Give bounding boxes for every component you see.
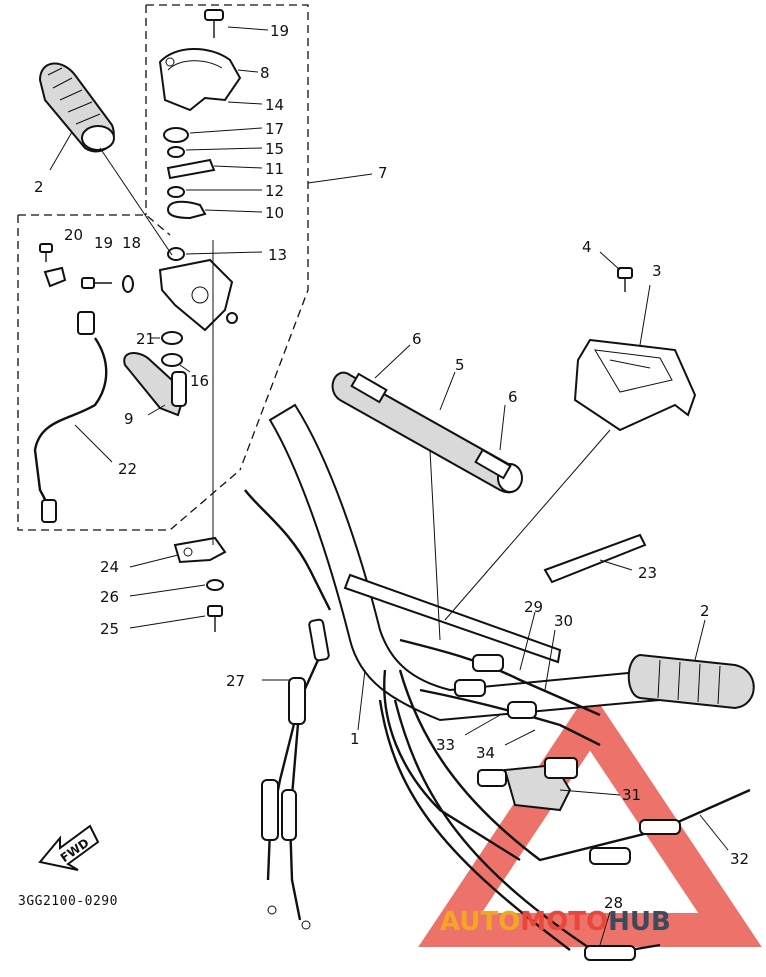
group-box-right-switch: [145, 4, 309, 471]
callout: 2: [34, 178, 44, 196]
screws-20-19-18: [39, 243, 134, 293]
small-parts-stack: [163, 127, 216, 261]
grip-left: [38, 62, 115, 153]
callout: 27: [226, 672, 245, 690]
callout: 25: [100, 620, 119, 638]
callout: 1: [350, 730, 360, 748]
screw-4: [617, 267, 633, 292]
watermark-text: AUTOMOTOHUB: [440, 907, 671, 937]
watermark-auto: AUTO: [440, 907, 520, 937]
screw-19-top: [204, 9, 224, 38]
callout: 26: [100, 588, 119, 606]
callout: 2: [700, 602, 710, 620]
callout: 6: [508, 388, 518, 406]
watermark-hub: HUB: [608, 907, 671, 937]
callout: 14: [265, 96, 284, 114]
callout: 34: [476, 744, 495, 762]
callout: 6: [412, 330, 422, 348]
callout: 3: [652, 262, 662, 280]
callout: 10: [265, 204, 284, 222]
callout: 30: [554, 612, 573, 630]
callout: 19: [270, 22, 289, 40]
callout: 15: [265, 140, 284, 158]
callout-numbers: 19 8 14 17 15 11 12 10 7 2 20 19 18 13 4…: [34, 22, 749, 912]
callout: 18: [122, 234, 141, 252]
lever-9: [123, 352, 187, 417]
callout: 24: [100, 558, 119, 576]
callout: 20: [64, 226, 83, 244]
fwd-arrow: FWD: [38, 824, 100, 871]
switch-cover-8: [158, 48, 242, 112]
switch-lead-22: [33, 311, 108, 523]
group-box-left-switch: [17, 214, 241, 531]
lever-housing-left: [158, 258, 238, 332]
throttle-tube: [331, 371, 523, 494]
diagram-code: 3GG2100-0290: [18, 894, 118, 909]
callout: 9: [124, 410, 134, 428]
callout: 32: [730, 850, 749, 868]
callout: 4: [582, 238, 592, 256]
callout: 13: [268, 246, 287, 264]
svg-text:AUTOMOTOHUB: AUTOMOTOHUB: [440, 907, 671, 937]
watermark-moto: MOTO: [520, 907, 608, 937]
callout: 22: [118, 460, 137, 478]
washer-21-16: [161, 331, 183, 367]
callout: 8: [260, 64, 270, 82]
callout: 33: [436, 736, 455, 754]
callout: 11: [265, 160, 284, 178]
callout: 29: [524, 598, 543, 616]
callout: 31: [622, 786, 641, 804]
cable-27: [244, 489, 332, 930]
callout: 19: [94, 234, 113, 252]
callout: 23: [638, 564, 657, 582]
switch-31: [477, 757, 578, 812]
switch-housing-right: [573, 338, 697, 432]
callout: 16: [190, 372, 209, 390]
callout: 21: [136, 330, 155, 348]
callout: 28: [604, 894, 623, 912]
leader-lines: [49, 26, 729, 946]
callout: 17: [265, 120, 284, 138]
callout: 7: [378, 164, 388, 182]
throttle-cables: [378, 638, 751, 961]
grip-right: [627, 653, 755, 710]
callout: 5: [455, 356, 465, 374]
bracket-24: [173, 536, 227, 632]
cable-guide-23: [543, 533, 647, 584]
callout: 12: [265, 182, 284, 200]
